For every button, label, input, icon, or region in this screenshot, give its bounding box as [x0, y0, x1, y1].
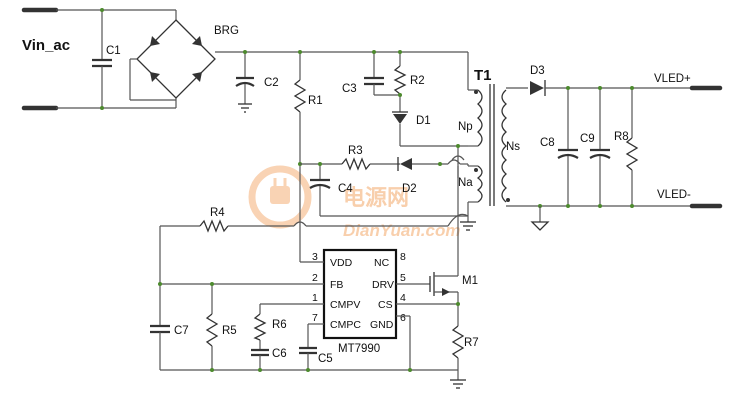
- pin-name-nc: NC: [374, 257, 390, 269]
- ic-mt7990: VDD FB CMPV CMPC NC DRV CS GND 3 2 1 7 8…: [300, 248, 458, 370]
- label-c4: C4: [338, 183, 353, 195]
- watermark-en: DianYuan.com: [343, 221, 460, 240]
- transformer-t1: T1 Np Na Ns: [458, 67, 520, 206]
- label-c9: C9: [580, 133, 595, 145]
- label-c6: C6: [272, 348, 287, 360]
- label-c3: C3: [342, 83, 357, 95]
- pin-num-1: 1: [312, 292, 318, 304]
- secondary-output: D3 VLED+ VLED- C8 C9 R8: [506, 65, 723, 231]
- pin-name-drv: DRV: [372, 279, 394, 291]
- watermark: 电源网 DianYuan.com: [248, 165, 460, 240]
- input-terminals: Vin_ac: [21, 7, 176, 111]
- resistor-r7: R7: [451, 302, 479, 370]
- resistor-r1: R1: [293, 50, 323, 262]
- label-d1: D1: [416, 115, 431, 127]
- label-np: Np: [458, 121, 473, 133]
- pin-num-6: 6: [400, 312, 406, 324]
- label-c2: C2: [264, 77, 279, 89]
- label-m1: M1: [462, 275, 478, 287]
- pin-num-7: 7: [312, 312, 318, 324]
- label-vled-plus: VLED+: [654, 73, 691, 85]
- feedback-network: R4 C7 R5: [150, 207, 469, 370]
- label-d2: D2: [402, 183, 417, 195]
- label-d3: D3: [530, 65, 545, 77]
- input-label: Vin_ac: [22, 37, 70, 54]
- bridge-rectifier: BRG: [129, 10, 245, 108]
- pin-num-8: 8: [400, 251, 406, 263]
- pin-name-gnd: GND: [370, 319, 394, 331]
- snubber-network: C3 R2 D1: [342, 50, 468, 147]
- pin-name-vdd: VDD: [330, 257, 353, 269]
- cmpc-network: C5: [299, 323, 333, 370]
- label-r3: R3: [348, 145, 363, 157]
- ic-name: MT7990: [338, 343, 380, 355]
- pin-name-cmpc: CMPC: [330, 319, 361, 331]
- label-r7: R7: [464, 337, 479, 349]
- ground-main: [450, 370, 466, 389]
- label-r2: R2: [410, 75, 425, 87]
- cmpv-network: R6 C6: [251, 303, 324, 370]
- label-r5: R5: [222, 325, 237, 337]
- pin-num-5: 5: [400, 272, 406, 284]
- label-t1: T1: [474, 67, 492, 84]
- label-c5: C5: [318, 353, 333, 365]
- pin-name-cs: CS: [378, 299, 393, 311]
- ground-aux: [460, 216, 476, 231]
- watermark-cn: 电源网: [343, 186, 409, 211]
- label-c7: C7: [174, 325, 189, 337]
- label-na: Na: [458, 177, 473, 189]
- label-vled-minus: VLED-: [657, 189, 691, 201]
- mosfet-m1: M1: [429, 272, 478, 304]
- pin-num-3: 3: [312, 251, 318, 263]
- pin-num-2: 2: [312, 272, 318, 284]
- aux-supply: R3 D2 C4: [300, 145, 469, 216]
- pin-num-4: 4: [400, 292, 406, 304]
- label-r8: R8: [614, 131, 629, 143]
- label-ns: Ns: [506, 141, 520, 153]
- label-r6: R6: [272, 319, 287, 331]
- pin-name-cmpv: CMPV: [330, 299, 360, 311]
- label-c8: C8: [540, 137, 555, 149]
- label-r1: R1: [308, 95, 323, 107]
- pin-name-fb: FB: [330, 279, 343, 291]
- label-r4: R4: [210, 207, 225, 219]
- capacitor-c1: C1: [92, 8, 121, 110]
- label-c1: C1: [106, 45, 121, 57]
- label-brg: BRG: [214, 25, 239, 37]
- capacitor-c2: C2: [235, 50, 279, 113]
